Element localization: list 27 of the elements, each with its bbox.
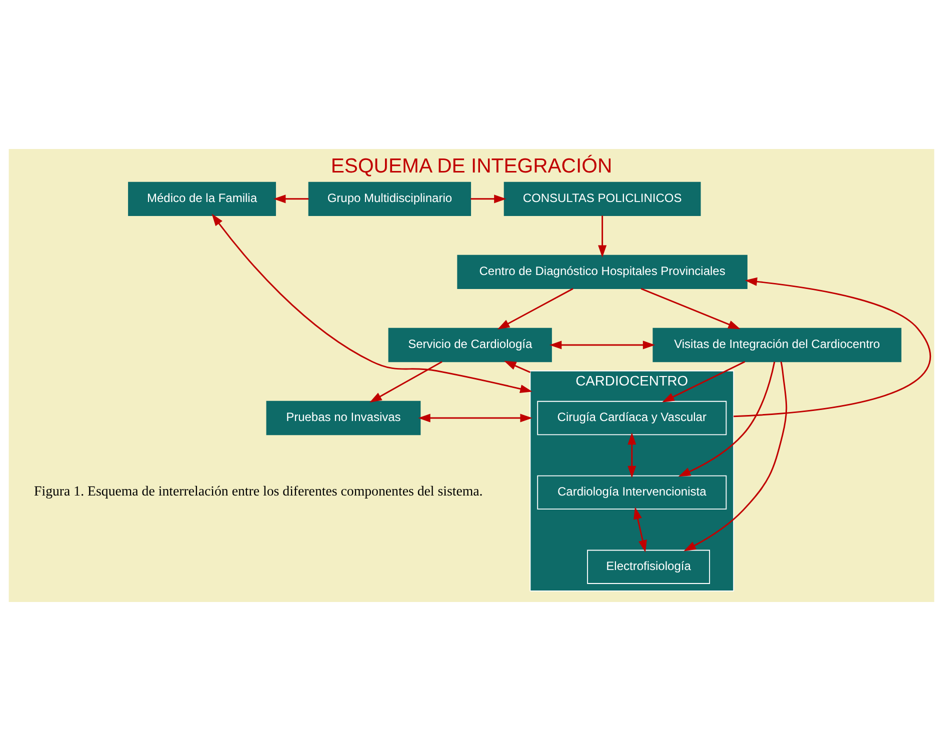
arrow <box>734 277 931 418</box>
arrow <box>549 340 656 350</box>
node-box: Visitas de Integración del Cardiocentro <box>652 328 902 362</box>
arrow <box>598 216 607 258</box>
arrow <box>212 214 532 394</box>
arrow <box>634 506 647 552</box>
arrow <box>684 362 788 552</box>
arrow <box>470 194 506 204</box>
node-box: Médico de la Familia <box>128 182 276 216</box>
arrow <box>370 361 442 402</box>
node-box: Cirugía Cardíaca y Vascular <box>537 400 727 436</box>
arrow <box>504 360 530 374</box>
node-box: Centro de Diagnóstico Hospitales Provinciales <box>457 254 748 290</box>
arrow <box>640 288 740 330</box>
caption: Figura 1. Esquema de interrelación entre los diferentes componentes del sistema. <box>34 484 483 499</box>
node-box: Electrofisiología <box>587 550 710 584</box>
node-box: Servicio de Cardiología <box>388 328 552 362</box>
arrow <box>418 414 532 422</box>
node-box: Cardiología Intervencionista <box>537 475 727 510</box>
node-box: Grupo Multidisciplinario <box>308 182 472 216</box>
arrow <box>678 362 776 477</box>
arrow <box>497 288 574 330</box>
node-box: Pruebas no Invasivas <box>266 400 421 436</box>
node-box: CONSULTAS POLICLINICOS <box>504 182 701 216</box>
arrow <box>628 432 636 478</box>
diagram-title: ESQUEMA DE INTEGRACIÓN <box>330 156 612 178</box>
arrow <box>273 194 309 204</box>
